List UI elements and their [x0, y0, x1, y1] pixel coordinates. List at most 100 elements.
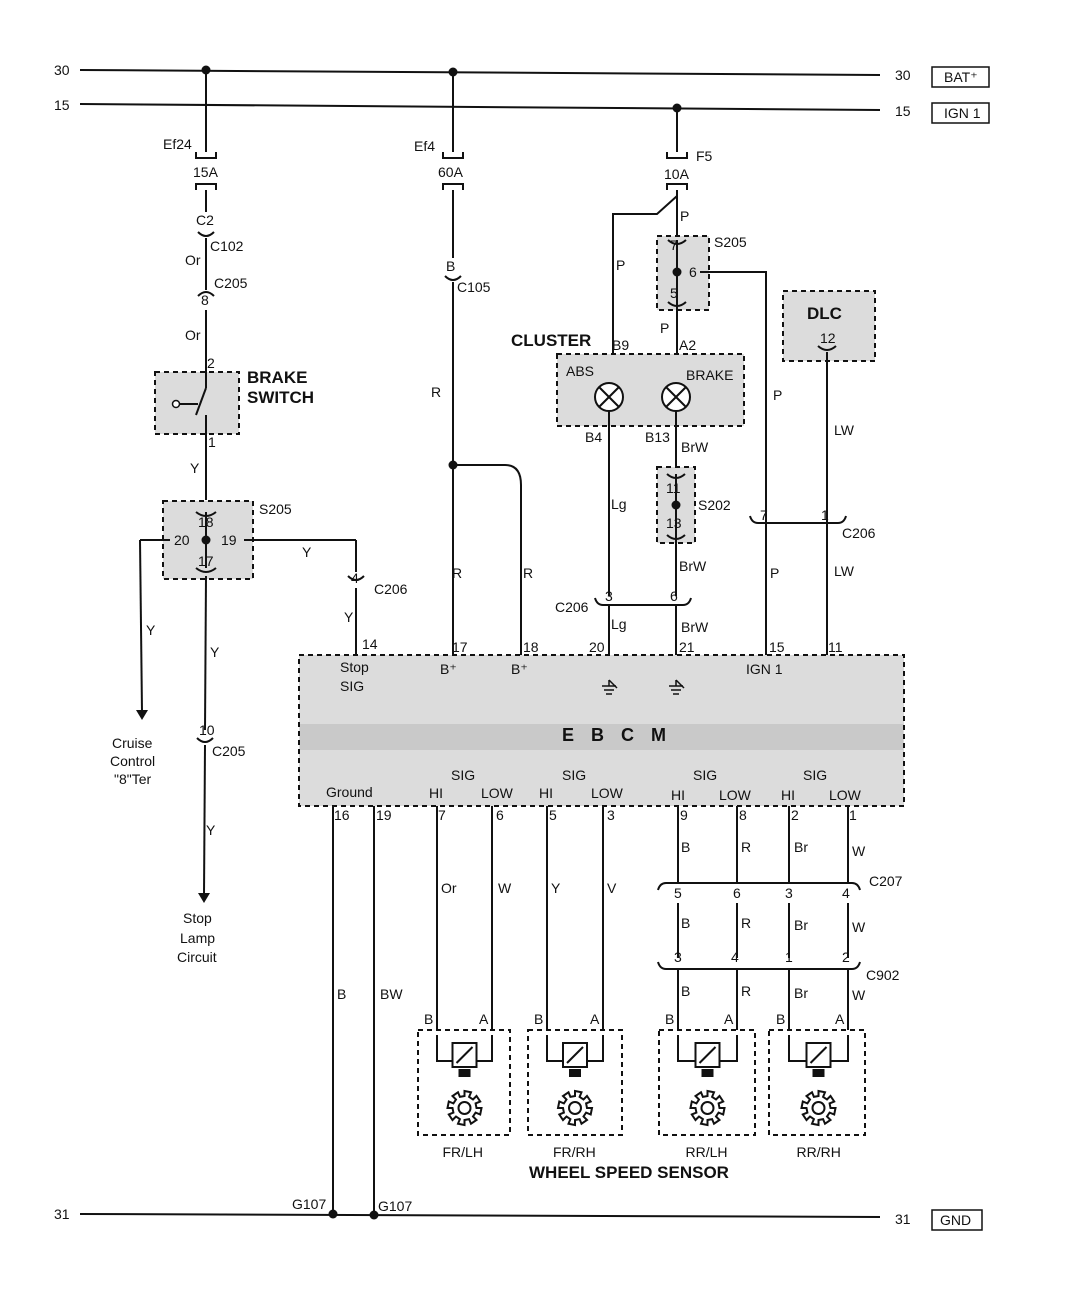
ground-icon	[669, 679, 685, 695]
pin-1b: 1	[821, 507, 829, 523]
wire-color-bw-ground: BW	[380, 986, 403, 1002]
fuse-ef24-rating: 15A	[193, 164, 219, 180]
rail-15-right-label: 15	[895, 103, 911, 119]
pin-7b: 7	[760, 507, 768, 523]
pin-12: 12	[820, 330, 836, 346]
splice-s205-label-2: S205	[714, 234, 747, 250]
pin-8: 8	[201, 292, 209, 308]
wire-color-b-low: B	[681, 983, 690, 999]
brake-switch-title-2: SWITCH	[247, 388, 314, 407]
ebcm-low-4: LOW	[829, 787, 862, 803]
rail-31-right-label: 31	[895, 1211, 911, 1227]
ground-g107-b: G107	[378, 1198, 412, 1214]
wire-color-brw-1: BrW	[681, 439, 709, 455]
pin-1: 1	[208, 434, 216, 450]
bat-plus-tag: BAT⁺	[944, 69, 978, 85]
ebcm-pin-6: 6	[496, 807, 504, 823]
connector-c205b: C205	[212, 743, 246, 759]
wire-color-or-2: Or	[185, 327, 201, 343]
cluster-box	[556, 353, 745, 427]
stoplamp-label-1: Stop	[183, 910, 212, 926]
wheel-speed-sensor-wiring: B BW G107 G107 Or W Y V B R Br W C207 5 …	[292, 806, 903, 1220]
ebcm-pin-18: 18	[523, 639, 539, 655]
bat-plus-tag-box	[931, 66, 990, 88]
ebcm-pin-5: 5	[549, 807, 557, 823]
wire-color-p-5: P	[770, 565, 779, 581]
ebcm-stop-label: Stop	[340, 659, 369, 675]
ebcm-low-1: LOW	[481, 785, 514, 801]
gear-icon	[689, 1089, 726, 1127]
wire-color-p-4: P	[773, 387, 782, 403]
wire-color-y-5: Y	[210, 644, 220, 660]
connector-c206b: C206	[842, 525, 876, 541]
gear-icon	[446, 1089, 483, 1127]
wire-color-r-3: R	[523, 565, 533, 581]
brake-switch-circuit: Ef24 15A C2 C102 Or C205 8 Or 2 1 BRAKE …	[110, 65, 408, 965]
wire-color-lw-1: LW	[834, 422, 855, 438]
ebcm-pin-3: 3	[607, 807, 615, 823]
wheel-speed-sensor-title: WHEEL SPEED SENSOR	[529, 1163, 729, 1182]
rail-30-left-label: 30	[54, 62, 70, 78]
stoplamp-label-3: Circuit	[177, 949, 217, 965]
rail-31: 31 31 GND	[54, 1206, 983, 1231]
wire-color-y-6: Y	[206, 822, 216, 838]
ebcm-pin-2: 2	[791, 807, 799, 823]
wire-color-y-1: Y	[190, 460, 200, 476]
pin-b9: B9	[612, 337, 629, 353]
gnd-tag-box	[931, 1209, 983, 1231]
sensor-pin-a: A	[724, 1011, 734, 1027]
stoplamp-label-2: Lamp	[180, 930, 215, 946]
cluster-circuit: F5 10A P P S205 7 6 5 P P CLUSTER B9 A2 …	[511, 103, 876, 680]
ebcm-pin-7: 7	[438, 807, 446, 823]
ground-icon	[602, 679, 618, 695]
sensor-pin-a: A	[835, 1011, 845, 1027]
connector-c105: C105	[457, 279, 491, 295]
pin-7: 7	[670, 237, 678, 253]
wire-color-brw-2: BrW	[679, 558, 707, 574]
wire-color-p-3: P	[660, 320, 669, 336]
ebcm-hi-4: HI	[781, 787, 795, 803]
sensor-pin-a: A	[479, 1011, 489, 1027]
wire-color-r-rrlh: R	[741, 839, 751, 855]
fuse-f5-rating: 10A	[664, 166, 690, 182]
brake-lamp-icon	[661, 382, 691, 412]
rail-15-left-label: 15	[54, 97, 70, 113]
c902-pin-1: 1	[785, 949, 793, 965]
sensor-pin-b: B	[424, 1011, 433, 1027]
pin-b13: B13	[645, 429, 670, 445]
c207-pin-4: 4	[842, 885, 850, 901]
sensor-pin-b: B	[665, 1011, 674, 1027]
connector-c102: C102	[210, 238, 244, 254]
pin-20: 20	[174, 532, 190, 548]
connector-c207: C207	[869, 873, 903, 889]
ebcm-hi-3: HI	[671, 787, 685, 803]
ebcm-sig-rr-lh: SIG	[693, 767, 717, 783]
abs-lamp-label: ABS	[566, 363, 594, 379]
wire-color-br-low: Br	[794, 985, 808, 1001]
splice-s202-label: S202	[698, 497, 731, 513]
connector-c902: C902	[866, 967, 900, 983]
gnd-tag: GND	[940, 1212, 971, 1228]
pin-b4: B4	[585, 429, 602, 445]
ebcm-low-2: LOW	[591, 785, 624, 801]
ebcm-title: E B C M	[562, 725, 672, 745]
pin-2: 2	[207, 355, 215, 371]
wire-color-r-1: R	[431, 384, 441, 400]
ign1-tag-box	[931, 102, 990, 124]
fuse-ef4-rating: 60A	[438, 164, 464, 180]
connector-c205a: C205	[214, 275, 248, 291]
sensor-name-1: FR/LH	[443, 1144, 483, 1160]
cruise-label-1: Cruise	[112, 735, 153, 751]
wire-color-r-low: R	[741, 983, 751, 999]
wire-color-r-mid: R	[741, 915, 751, 931]
wire-color-p-1: P	[680, 208, 689, 224]
connector-c206a: C206	[374, 581, 408, 597]
wire-color-br-mid: Br	[794, 917, 808, 933]
ign1-tag: IGN 1	[944, 105, 981, 121]
pin-3: 3	[605, 588, 613, 604]
wire-color-v-frrh: V	[607, 880, 617, 896]
